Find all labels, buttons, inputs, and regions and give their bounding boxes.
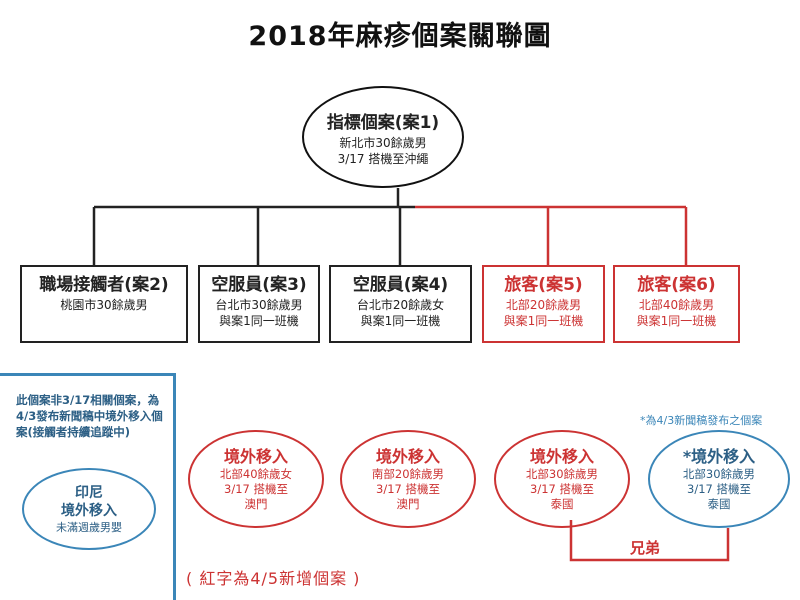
- case2-line-1: 桃園市30餘歲男: [60, 298, 148, 312]
- import-case-3-node: 境外移入 北部30餘歲男 3/17 搭機至 泰國: [494, 430, 630, 528]
- import-case-3-line-3: 泰國: [550, 497, 574, 511]
- case6-node: 旅客(案6) 北部40餘歲男 與案1同一班機: [613, 265, 740, 343]
- indonesia-case-title-1: 印尼: [75, 484, 103, 501]
- case6-line-2: 與案1同一班機: [636, 314, 717, 328]
- side-panel-text: 此個案非3/17相關個案，為4/3發布新聞稿中境外移入個案(接觸者持續追蹤中): [16, 393, 163, 439]
- import-case-4-line-1: 北部30餘歲男: [682, 467, 756, 481]
- case4-line-2: 與案1同一班機: [360, 314, 441, 328]
- import-case-4-line-3: 泰國: [707, 497, 731, 511]
- case3-title: 空服員(案3): [211, 275, 307, 295]
- import-case-1-node: 境外移入 北部40餘歲女 3/17 搭機至 澳門: [188, 430, 324, 528]
- brothers-label: 兄弟: [630, 539, 661, 557]
- red-text-footnote: ( 紅字為4/5新增個案 ): [186, 569, 361, 588]
- import-case-3-line-1: 北部30餘歲男: [525, 467, 599, 481]
- import-case-2-node: 境外移入 南部20餘歲男 3/17 搭機至 澳門: [340, 430, 476, 528]
- case5-title: 旅客(案5): [504, 275, 583, 295]
- indonesia-case-title-2: 境外移入: [61, 502, 117, 519]
- case4-node: 空服員(案4) 台北市20餘歲女 與案1同一班機: [329, 265, 472, 343]
- indonesia-case-node: 印尼 境外移入 未滿週歲男嬰: [22, 468, 156, 550]
- case6-title: 旅客(案6): [637, 275, 716, 295]
- import-case-2-line-3: 澳門: [396, 497, 420, 511]
- case6-line-1: 北部40餘歲男: [638, 298, 715, 312]
- indonesia-case-line: 未滿週歲男嬰: [56, 520, 122, 534]
- import-case-1-line-3: 澳門: [244, 497, 268, 511]
- import-case-1-line-2: 3/17 搭機至: [224, 482, 288, 496]
- page-title: 2018年麻疹個案關聯圖: [248, 21, 552, 52]
- case3-line-1: 台北市30餘歲男: [215, 298, 303, 312]
- import-case-2-title: 境外移入: [375, 447, 440, 466]
- side-panel-border: [0, 373, 176, 600]
- import-case-4-node: *境外移入 北部30餘歲男 3/17 搭機至 泰國: [648, 430, 790, 528]
- case3-line-2: 與案1同一班機: [219, 314, 299, 328]
- import-case-3-line-2: 3/17 搭機至: [530, 482, 594, 496]
- import-case-1-line-1: 北部40餘歲女: [219, 467, 293, 481]
- import-case-2-line-1: 南部20餘歲男: [371, 467, 445, 481]
- root-case-title: 指標個案(案1): [326, 112, 440, 133]
- press-release-note: *為4/3新聞稿發布之個案: [640, 414, 763, 427]
- case4-line-1: 台北市20餘歲女: [356, 298, 445, 312]
- case5-line-1: 北部20餘歲男: [505, 298, 582, 312]
- import-case-4-line-2: 3/17 搭機至: [687, 482, 751, 496]
- import-case-4-title: *境外移入: [682, 447, 756, 466]
- brothers-bracket-line: [569, 520, 730, 562]
- root-case-line-2: 3/17 搭機至沖繩: [337, 151, 429, 166]
- case2-node: 職場接觸者(案2) 桃園市30餘歲男: [20, 265, 188, 343]
- import-case-1-title: 境外移入: [223, 447, 288, 466]
- case5-node: 旅客(案5) 北部20餘歲男 與案1同一班機: [482, 265, 605, 343]
- root-case-node: 指標個案(案1) 新北市30餘歲男 3/17 搭機至沖繩: [302, 86, 464, 188]
- case4-title: 空服員(案4): [352, 275, 449, 295]
- case5-line-2: 與案1同一班機: [503, 314, 584, 328]
- import-case-3-title: 境外移入: [529, 447, 594, 466]
- import-case-2-line-2: 3/17 搭機至: [376, 482, 440, 496]
- root-case-line-1: 新北市30餘歲男: [339, 135, 427, 150]
- case2-title: 職場接觸者(案2): [39, 275, 169, 295]
- case3-node: 空服員(案3) 台北市30餘歲男 與案1同一班機: [198, 265, 320, 343]
